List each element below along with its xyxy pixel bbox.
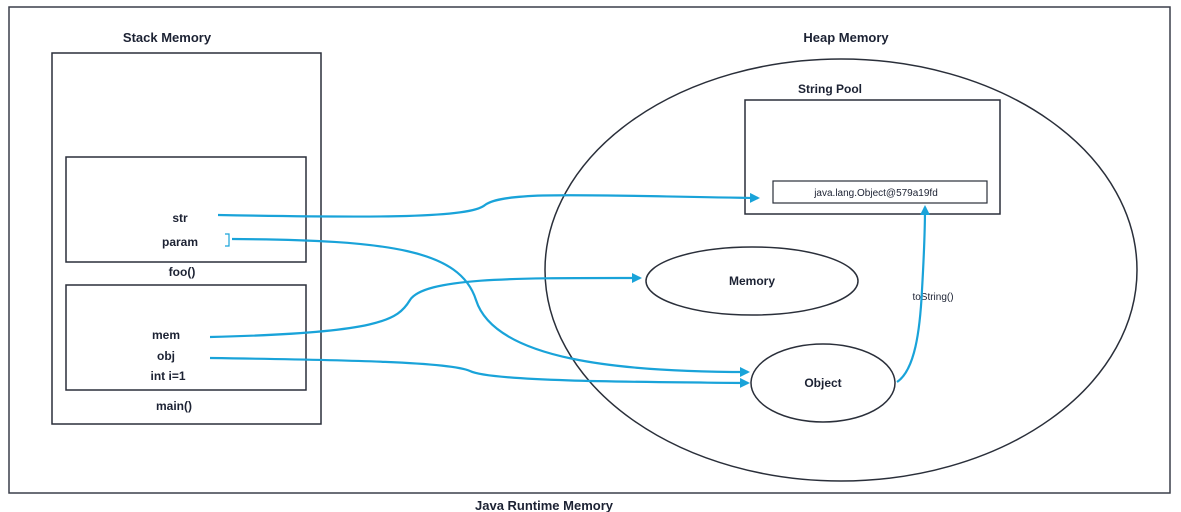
stack-var-param: param	[162, 235, 198, 249]
runtime-memory-border	[8, 6, 1171, 494]
main-frame-label: main()	[156, 399, 192, 413]
heap-memory-ellipse	[544, 58, 1138, 482]
string-pool-box	[744, 99, 1001, 215]
arrow-object-tostring-to-pool-entry	[896, 205, 930, 383]
param-bracket-mark	[225, 233, 230, 247]
string-pool-title: String Pool	[798, 82, 862, 96]
object-ellipse	[750, 343, 896, 423]
main-frame-box	[65, 284, 307, 391]
stack-var-mem: mem	[152, 328, 180, 342]
string-pool-entry: java.lang.Object@579a19fd	[813, 188, 938, 199]
stack-var-obj: obj	[157, 349, 175, 363]
string-pool-entry-box	[772, 180, 988, 204]
stack-memory-title: Stack Memory	[123, 30, 212, 45]
foo-frame-box	[65, 156, 307, 263]
stack-var-int-i: int i=1	[150, 369, 185, 383]
arrow-str-to-string-pool	[217, 192, 760, 218]
arrow-mem-to-memory	[209, 272, 642, 339]
heap-memory-title: Heap Memory	[803, 30, 889, 45]
object-label: Object	[804, 376, 841, 390]
memory-object-ellipse	[645, 246, 859, 316]
memory-object-label: Memory	[729, 274, 775, 288]
runtime-memory-label: Java Runtime Memory	[475, 498, 614, 512]
foo-frame-label: foo()	[169, 265, 196, 279]
arrow-param-to-object	[231, 237, 750, 377]
tostring-label: toString()	[912, 292, 953, 303]
arrow-obj-to-object	[209, 356, 750, 388]
stack-var-str: str	[172, 211, 188, 225]
stack-memory-box	[51, 52, 322, 425]
